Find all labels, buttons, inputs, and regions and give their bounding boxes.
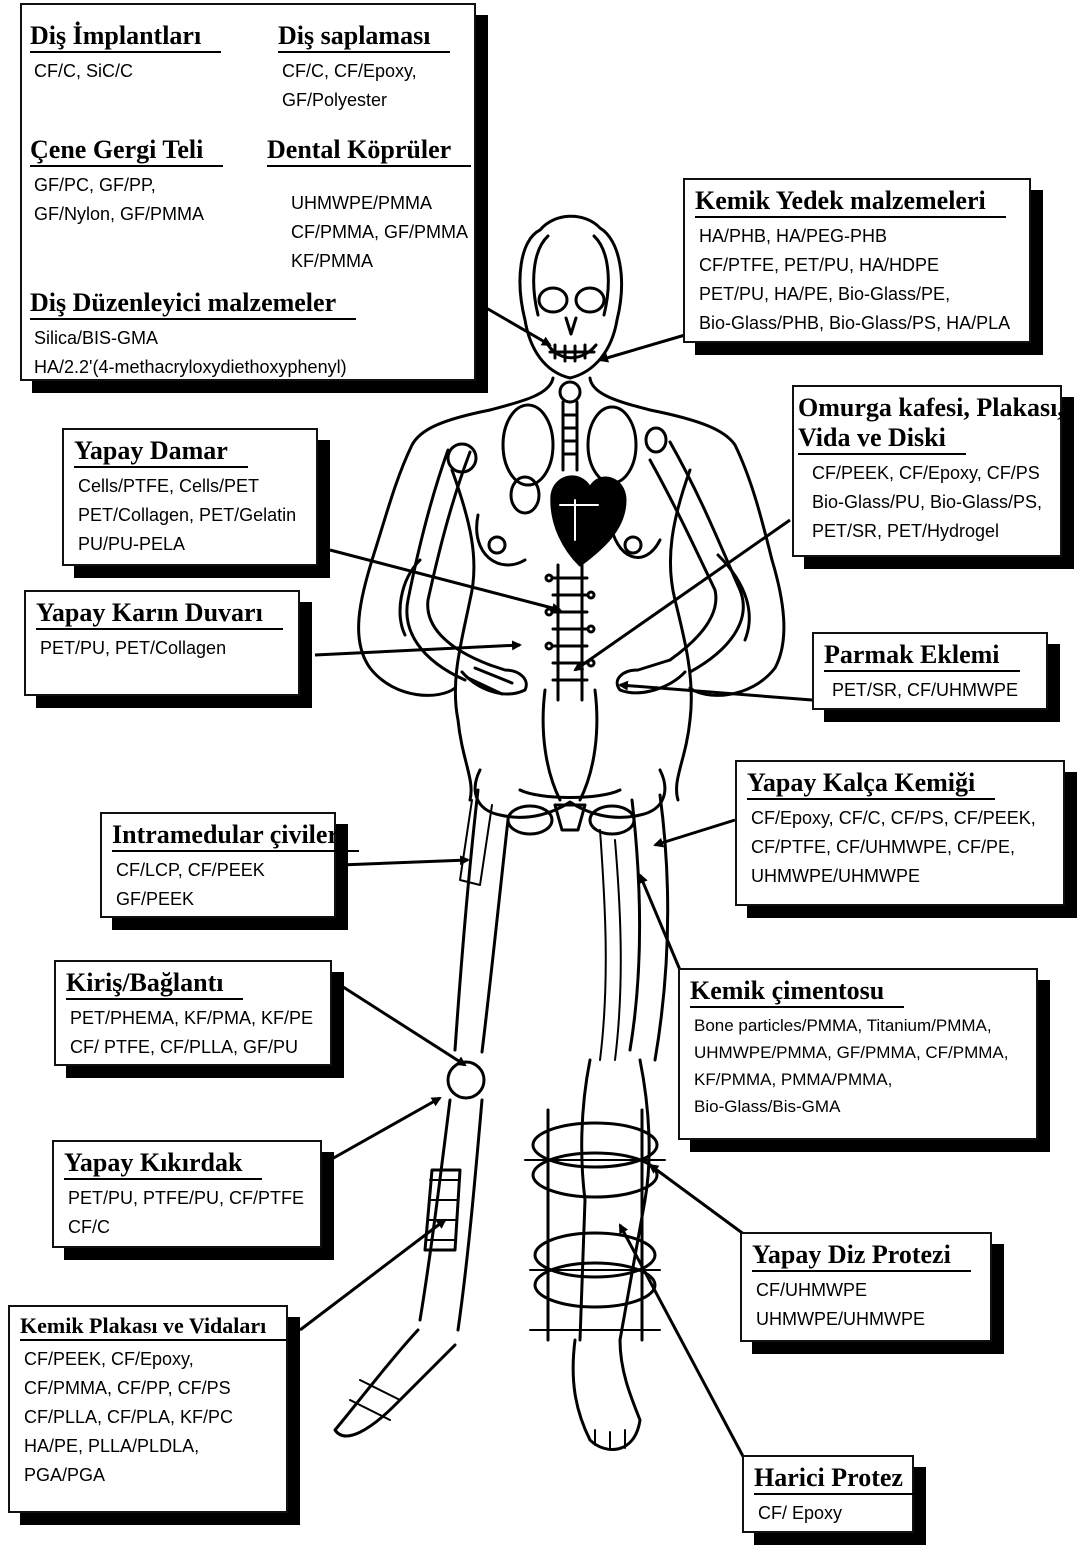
finger-joint-materials: PET/SR, CF/UHMWPE xyxy=(832,676,1038,705)
ligament-title: Kiriş/Bağlantı xyxy=(66,968,243,1000)
intramedullary-nails-title: Intramedular çiviler xyxy=(112,820,359,852)
orthodontic-materials: Silica/BIS-GMA HA/2.2'(4-methacryloxydie… xyxy=(34,324,356,382)
knee-prosthesis-materials: CF/UHMWPE UHMWPE/UHMWPE xyxy=(756,1276,982,1334)
dental-bridges-title: Dental Köprüler xyxy=(267,135,471,167)
dental-implants-title: Diş İmplantları xyxy=(30,21,221,53)
hip-bone-materials: CF/Epoxy, CF/C, CF/PS, CF/PEEK, CF/PTFE,… xyxy=(751,804,1055,891)
orthodontic-group: Diş Düzenleyici malzemeler Silica/BIS-GM… xyxy=(30,288,356,382)
arrow-artificial-vessel xyxy=(330,550,560,610)
dental-implants-materials: CF/C, SiC/C xyxy=(34,57,221,86)
arrow-intramedullary-nails xyxy=(340,860,468,865)
dental-post-group: Diş saplaması CF/C, CF/Epoxy, GF/Polyest… xyxy=(278,21,450,115)
orthodontic-title: Diş Düzenleyici malzemeler xyxy=(30,288,356,320)
bone-cement-box: Kemik çimentosu Bone particles/PMMA, Tit… xyxy=(678,968,1038,1140)
bone-cement-materials: Bone particles/PMMA, Titanium/PMMA, UHMW… xyxy=(694,1012,1028,1120)
bone-substitute-materials: HA/PHB, HA/PEG-PHB CF/PTFE, PET/PU, HA/H… xyxy=(699,222,1021,338)
bone-plate-box: Kemik Plakası ve Vidaları CF/PEEK, CF/Ep… xyxy=(8,1305,288,1513)
hip-bone-title: Yapay Kalça Kemiği xyxy=(747,768,995,800)
dental-materials-box: Diş İmplantları CF/C, SiC/C Diş saplamas… xyxy=(20,3,476,381)
knee-prosthesis-title: Yapay Diz Protezi xyxy=(752,1240,971,1272)
arrow-ligament xyxy=(340,985,465,1065)
abdominal-wall-box: Yapay Karın Duvarı PET/PU, PET/Collagen xyxy=(24,590,300,696)
dental-bridges-group: Dental Köprüler UHMWPE/PMMA CF/PMMA, GF/… xyxy=(267,135,471,276)
abdominal-wall-title: Yapay Karın Duvarı xyxy=(36,598,283,630)
bone-cement-title: Kemik çimentosu xyxy=(690,976,904,1008)
spine-cage-materials: CF/PEEK, CF/Epoxy, CF/PS Bio-Glass/PU, B… xyxy=(812,459,1052,546)
artificial-cartilage-materials: PET/PU, PTFE/PU, CF/PTFE CF/C xyxy=(68,1184,312,1242)
arrow-cartilage xyxy=(330,1098,440,1160)
finger-joint-box: Parmak Eklemi PET/SR, CF/UHMWPE xyxy=(812,632,1048,710)
arrow-external-prosthesis xyxy=(620,1225,745,1460)
intramedullary-nails-box: Intramedular çiviler CF/LCP, CF/PEEK GF/… xyxy=(100,812,336,918)
bone-plate-materials: CF/PEEK, CF/Epoxy, CF/PMMA, CF/PP, CF/PS… xyxy=(24,1345,278,1490)
jaw-wire-group: Çene Gergi Teli GF/PC, GF/PP, GF/Nylon, … xyxy=(30,135,223,229)
arrow-abdominal-wall xyxy=(315,645,520,655)
ligament-box: Kiriş/Bağlantı PET/PHEMA, KF/PMA, KF/PE … xyxy=(54,960,332,1066)
spine-cage-box: Omurga kafesi, Plakası, Vida ve Diski CF… xyxy=(792,385,1062,557)
artificial-vessel-title: Yapay Damar xyxy=(74,436,248,468)
ligament-materials: PET/PHEMA, KF/PMA, KF/PE CF/ PTFE, CF/PL… xyxy=(70,1004,322,1062)
bone-substitute-title: Kemik Yedek malzemeleri xyxy=(695,186,1006,218)
jaw-wire-title: Çene Gergi Teli xyxy=(30,135,223,167)
external-prosthesis-title: Harici Protez xyxy=(754,1463,923,1495)
arrow-knee-prosthesis xyxy=(650,1165,745,1235)
arrow-hip-bone xyxy=(655,820,735,845)
external-prosthesis-materials: CF/ Epoxy xyxy=(758,1499,904,1528)
arrow-finger-joint xyxy=(620,685,812,700)
bone-plate-title: Kemik Plakası ve Vidaları xyxy=(20,1313,286,1341)
spine-cage-title-line1: Omurga kafesi, Plakası, xyxy=(798,393,1064,423)
dental-post-title: Diş saplaması xyxy=(278,21,450,53)
artificial-cartilage-title: Yapay Kıkırdak xyxy=(64,1148,262,1180)
dental-implants-group: Diş İmplantları CF/C, SiC/C xyxy=(30,21,221,86)
arrow-bone-cement xyxy=(640,875,680,970)
jaw-wire-materials: GF/PC, GF/PP, GF/Nylon, GF/PMMA xyxy=(34,171,223,229)
intramedullary-nails-materials: CF/LCP, CF/PEEK GF/PEEK xyxy=(116,856,326,914)
bone-substitute-box: Kemik Yedek malzemeleri HA/PHB, HA/PEG-P… xyxy=(683,178,1031,343)
finger-joint-title: Parmak Eklemi xyxy=(824,640,1020,672)
external-prosthesis-box: Harici Protez CF/ Epoxy xyxy=(742,1455,914,1533)
abdominal-wall-materials: PET/PU, PET/Collagen xyxy=(40,634,290,663)
dental-post-materials: CF/C, CF/Epoxy, GF/Polyester xyxy=(282,57,450,115)
artificial-vessel-materials: Cells/PTFE, Cells/PET PET/Collagen, PET/… xyxy=(78,472,308,559)
hip-bone-box: Yapay Kalça Kemiği CF/Epoxy, CF/C, CF/PS… xyxy=(735,760,1065,906)
arrow-spine-cage xyxy=(575,520,790,670)
knee-prosthesis-box: Yapay Diz Protezi CF/UHMWPE UHMWPE/UHMWP… xyxy=(740,1232,992,1342)
dental-bridges-materials: UHMWPE/PMMA CF/PMMA, GF/PMMA KF/PMMA xyxy=(291,189,471,276)
arrow-bone-substitute xyxy=(600,335,685,360)
spine-cage-title-line2: Vida ve Diski xyxy=(798,423,966,455)
artificial-cartilage-box: Yapay Kıkırdak PET/PU, PTFE/PU, CF/PTFE … xyxy=(52,1140,322,1248)
artificial-vessel-box: Yapay Damar Cells/PTFE, Cells/PET PET/Co… xyxy=(62,428,318,566)
